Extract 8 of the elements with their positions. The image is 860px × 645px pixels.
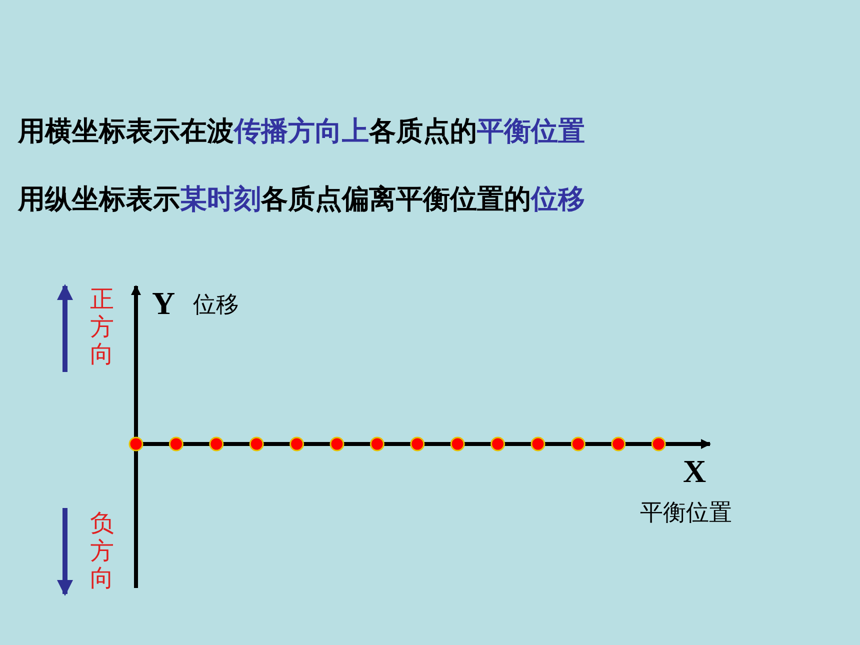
axis-label: 位移 (193, 292, 239, 320)
axis-label: X (683, 452, 706, 490)
axis-label: Y (152, 284, 176, 322)
statement-text: 用纵坐标表示某时刻各质点偏离平衡位置的位移 (18, 184, 585, 216)
direction-label: 正方向 (90, 286, 115, 369)
axis-label: 平衡位置 (640, 500, 732, 528)
statement-text: 用横坐标表示在波传播方向上各质点的平衡位置 (18, 116, 585, 148)
direction-label: 负方向 (90, 510, 115, 593)
